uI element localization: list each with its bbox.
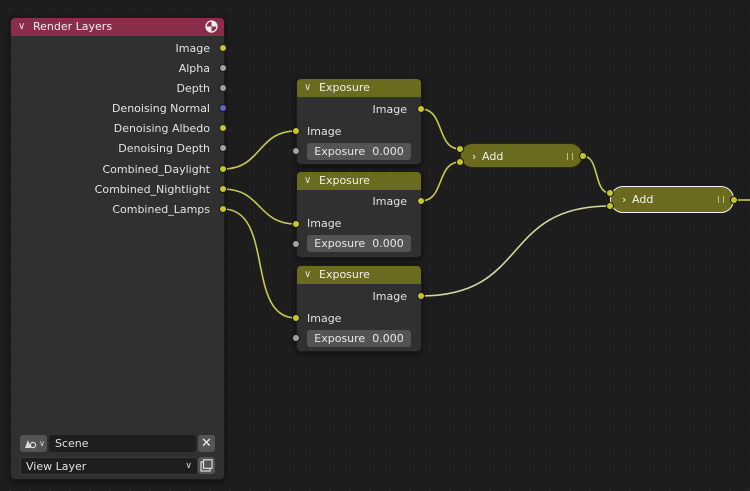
socket-add1-in-a[interactable]: [456, 145, 464, 153]
link-exposure2-add1: [420, 161, 461, 202]
socket-depth[interactable]: [219, 84, 227, 92]
field-label: Exposure: [314, 145, 366, 158]
socket-denoising-normal[interactable]: [219, 104, 227, 112]
chevron-down-icon[interactable]: ∨: [304, 175, 312, 186]
socket-exposure2-value[interactable]: [292, 240, 300, 248]
output-alpha-label: Alpha: [178, 62, 210, 75]
link-exposure3-add2: [420, 205, 611, 297]
socket-alpha[interactable]: [219, 64, 227, 72]
output-image-label: Image: [175, 42, 210, 55]
socket-exposure1-out[interactable]: [417, 105, 425, 113]
exposure-header[interactable]: ∨ Exposure: [297, 266, 421, 284]
scene-browse-button[interactable]: ∨: [20, 435, 47, 452]
exposure-header[interactable]: ∨ Exposure: [297, 172, 421, 190]
exposure-node[interactable]: ∨ Exposure Image Image Exposure 0.000: [296, 171, 422, 258]
drag-handle-icon[interactable]: [718, 196, 724, 203]
close-icon: ✕: [201, 436, 212, 451]
exposure-value-field[interactable]: Exposure 0.000: [307, 143, 411, 160]
socket-exposure2-out[interactable]: [417, 197, 425, 205]
output-denoising-normal-label: Denoising Normal: [111, 102, 210, 115]
socket-exposure1-in[interactable]: [292, 127, 300, 135]
exposure-value-field[interactable]: Exposure 0.000: [307, 330, 411, 347]
output-denoising-depth-label: Denoising Depth: [118, 142, 210, 155]
add-node[interactable]: › Add: [610, 186, 734, 213]
new-view-layer-button[interactable]: [198, 457, 215, 474]
exposure-node[interactable]: ∨ Exposure Image Image Exposure 0.000: [296, 78, 422, 165]
output-combined-daylight-label: Combined_Daylight: [102, 163, 211, 176]
socket-exposure3-out[interactable]: [417, 292, 425, 300]
exposure-header[interactable]: ∨ Exposure: [297, 79, 421, 97]
socket-combined-nightlight[interactable]: [219, 185, 227, 193]
chevron-down-icon[interactable]: ∨: [304, 269, 312, 280]
output-depth-label: Depth: [176, 82, 210, 95]
view-layer-select[interactable]: View Layer ∨: [20, 457, 198, 475]
socket-exposure3-in[interactable]: [292, 314, 300, 322]
output-combined-lamps-label: Combined_Lamps: [112, 203, 210, 216]
exposure-value-field[interactable]: Exposure 0.000: [307, 235, 411, 252]
input-image-label: Image: [307, 312, 342, 325]
node-title: Exposure: [319, 174, 370, 187]
output-denoising-albedo-label: Denoising Albedo: [113, 122, 210, 135]
chevron-down-icon: ∨: [185, 461, 192, 471]
output-image-label: Image: [372, 290, 407, 303]
input-image-label: Image: [307, 217, 342, 230]
link-nightlight-exposure2: [222, 188, 297, 225]
node-title: Exposure: [319, 268, 370, 281]
field-value: 0.000: [372, 332, 404, 345]
node-title: Exposure: [319, 81, 370, 94]
link-lamps-exposure3: [222, 208, 297, 319]
output-combined-nightlight-label: Combined_Nightlight: [94, 183, 210, 196]
chevron-down-icon[interactable]: ∨: [304, 82, 312, 93]
socket-denoising-albedo[interactable]: [219, 124, 227, 132]
chevron-right-icon[interactable]: ›: [472, 150, 477, 163]
link-daylight-exposure1: [222, 130, 297, 170]
input-image-label: Image: [307, 125, 342, 138]
socket-exposure2-in[interactable]: [292, 220, 300, 228]
output-image-label: Image: [372, 103, 407, 116]
socket-add2-in-a[interactable]: [606, 189, 614, 197]
field-value: 0.000: [372, 237, 404, 250]
scene-icon: [25, 440, 37, 449]
chevron-down-icon: ∨: [39, 439, 45, 448]
view-layer-name: View Layer: [26, 460, 87, 473]
node-title: Add: [482, 150, 504, 163]
socket-denoising-depth[interactable]: [219, 144, 227, 152]
node-title: Render Layers: [33, 20, 113, 33]
render-layers-node[interactable]: ∨ Render Layers Image Alpha Depth Denois…: [10, 17, 225, 480]
socket-image[interactable]: [219, 44, 227, 52]
socket-combined-daylight[interactable]: [219, 165, 227, 173]
socket-add2-out[interactable]: [730, 196, 738, 204]
render-layers-icon: [205, 20, 218, 33]
link-add1-add2: [582, 155, 611, 194]
render-layers-header[interactable]: ∨ Render Layers: [11, 18, 224, 36]
field-value: 0.000: [372, 145, 404, 158]
socket-combined-lamps[interactable]: [219, 205, 227, 213]
scene-name-field[interactable]: Scene: [49, 435, 196, 452]
socket-add2-in-b[interactable]: [606, 202, 614, 210]
field-label: Exposure: [314, 332, 366, 345]
new-layer-icon: [200, 459, 213, 472]
link-exposure1-add1: [420, 108, 461, 150]
drag-handle-icon[interactable]: [567, 153, 573, 160]
chevron-right-icon[interactable]: ›: [622, 193, 627, 206]
chevron-down-icon[interactable]: ∨: [18, 21, 26, 32]
scene-name: Scene: [55, 437, 89, 450]
output-image-label: Image: [372, 195, 407, 208]
socket-exposure1-value[interactable]: [292, 147, 300, 155]
socket-add1-out[interactable]: [579, 152, 587, 160]
socket-add1-in-b[interactable]: [456, 158, 464, 166]
field-label: Exposure: [314, 237, 366, 250]
node-title: Add: [632, 193, 654, 206]
add-node[interactable]: › Add: [460, 143, 583, 168]
exposure-node[interactable]: ∨ Exposure Image Image Exposure 0.000: [296, 265, 422, 352]
unlink-scene-button[interactable]: ✕: [198, 435, 215, 452]
socket-exposure3-value[interactable]: [292, 334, 300, 342]
